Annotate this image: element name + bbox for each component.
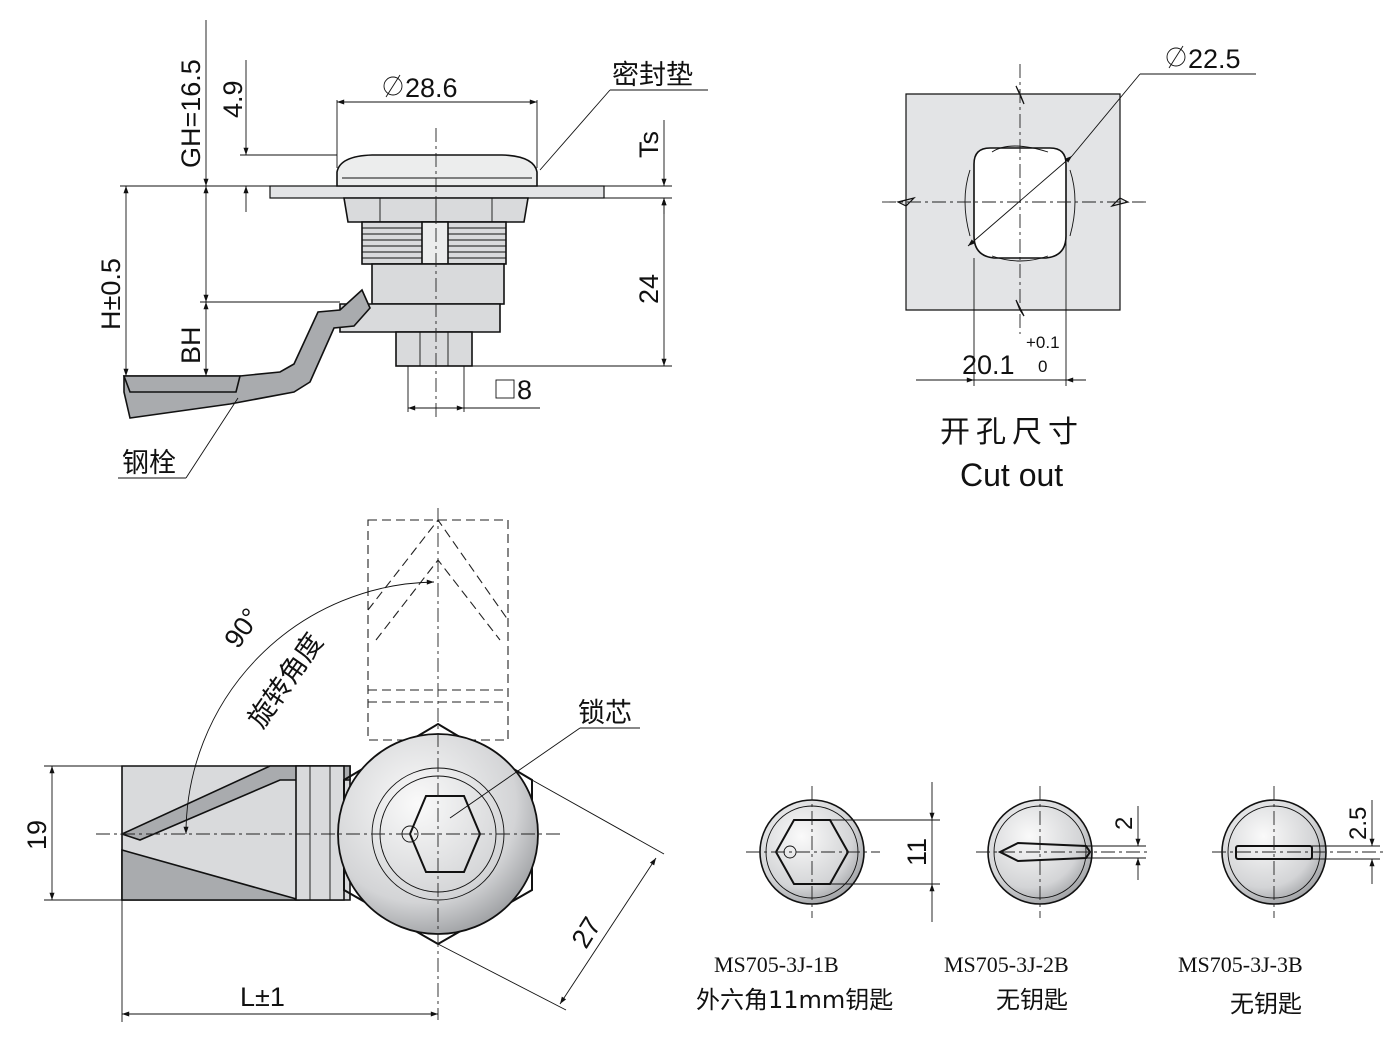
dim-angle-90: 90° (218, 603, 266, 654)
cutout-title-en: Cut out (960, 457, 1063, 493)
variant-1-face: 11 MS705-3J-1B 外六角11mm钥匙 (696, 782, 940, 1014)
dim-ts: Ts (634, 131, 664, 158)
square-drive (395, 331, 473, 367)
dim-tol-zero: 0 (1038, 357, 1047, 376)
label-lock-core: 锁芯 (578, 698, 632, 729)
dim-19: 19 (22, 820, 52, 850)
label-steel-latch: 钢栓 (122, 448, 176, 479)
lock-cap (336, 154, 538, 187)
variant-3-desc: 无钥匙 (1230, 990, 1302, 1018)
label-gasket: 密封垫 (612, 60, 693, 91)
dim-dia-28-6: 28.6 (405, 73, 458, 103)
dim-gh: GH=16.5 (176, 59, 206, 168)
dim-bh: BH (176, 326, 206, 364)
dim-24: 24 (634, 274, 664, 304)
dim-dia-22-5: 22.5 (1188, 44, 1241, 74)
dim-sq-8: 8 (517, 375, 532, 405)
dim-4-9: 4.9 (218, 80, 248, 118)
dim-2-5: 2.5 (1345, 807, 1372, 840)
cam-shaft (421, 221, 449, 265)
key-variants: 11 MS705-3J-1B 外六角11mm钥匙 2 MS705-3J-2B 无… (696, 782, 1386, 1018)
dim-2: 2 (1111, 817, 1138, 830)
variant-2-desc: 无钥匙 (996, 986, 1068, 1014)
dim-h: H±0.5 (96, 258, 126, 330)
side-view: 28.6 GH=16.5 4.9 H±0.5 BH Ts (96, 20, 708, 479)
dim-tol-plus: +0.1 (1026, 333, 1060, 352)
dim-side: 28.6 GH=16.5 4.9 H±0.5 BH Ts (96, 20, 708, 479)
variant-1-model: MS705-3J-1B (714, 952, 839, 977)
housing (371, 263, 505, 305)
label-rotation-angle: 旋转角度 (242, 628, 329, 734)
variant-2-model: MS705-3J-2B (944, 952, 1069, 977)
cutout-title-cn: 开孔尺寸 (940, 415, 1084, 450)
cutout-view: 22.5 20.1 +0.1 0 开孔尺寸 Cut out (882, 44, 1256, 493)
front-view: 90° 旋转角度 锁芯 19 L±1 27 (22, 508, 665, 1022)
variant-1-desc: 外六角11mm钥匙 (696, 986, 893, 1014)
panel-plate (269, 185, 605, 199)
variant-3-face: 2.5 MS705-3J-3B 无钥匙 (1178, 786, 1386, 1018)
dim-27: 27 (566, 912, 607, 953)
steel-latch-arm (123, 288, 371, 419)
dim-11: 11 (902, 838, 932, 866)
dim-l: L±1 (240, 982, 285, 1012)
variant-3-model: MS705-3J-3B (1178, 952, 1303, 977)
variant-2-face: 2 MS705-3J-2B 无钥匙 (944, 786, 1150, 1014)
dim-20-1: 20.1 (962, 350, 1015, 380)
